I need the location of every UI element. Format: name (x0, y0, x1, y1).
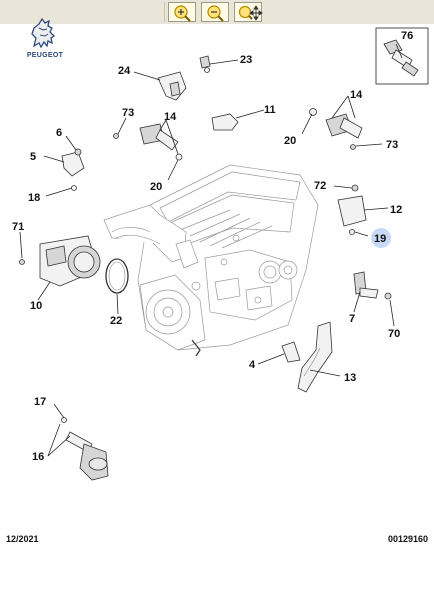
callout-17[interactable]: 17 (34, 396, 46, 408)
zoom-in-icon (174, 5, 191, 22)
callout-71[interactable]: 71 (12, 221, 24, 233)
part-13-heat-shield (297, 321, 333, 393)
callout-5[interactable]: 5 (30, 151, 36, 163)
callout-7[interactable]: 7 (349, 313, 355, 325)
part-4-sensor (281, 341, 301, 363)
part-23-sensor (199, 55, 211, 73)
part-76-inset-box (375, 27, 429, 85)
callout-13[interactable]: 13 (344, 372, 356, 384)
zoom-out-icon (207, 5, 224, 22)
part-16-injector (61, 417, 109, 481)
part-12-bracket (337, 184, 367, 235)
callout-73-right[interactable]: 73 (386, 139, 398, 151)
toolbar-separator (164, 2, 165, 22)
callout-18[interactable]: 18 (28, 192, 40, 204)
brand-name: PEUGEOT (26, 52, 64, 59)
part-76-sensor (383, 39, 419, 77)
part-5-sensor (61, 148, 85, 191)
peugeot-lion-logo (31, 17, 56, 49)
callout-10[interactable]: 10 (30, 300, 42, 312)
callout-20-left[interactable]: 20 (150, 181, 162, 193)
callout-6[interactable]: 6 (56, 127, 62, 139)
callout-14-right[interactable]: 14 (350, 89, 363, 101)
part-14-solenoid-left (113, 123, 183, 161)
callout-22[interactable]: 22 (110, 315, 122, 327)
zoom-out-button[interactable] (201, 2, 229, 22)
callout-76[interactable]: 76 (401, 30, 413, 42)
toolbar (0, 0, 434, 24)
diagram-date: 12/2021 (6, 534, 39, 544)
part-7-sensor (353, 271, 392, 300)
callout-12[interactable]: 12 (390, 204, 402, 216)
callout-23[interactable]: 23 (240, 54, 252, 66)
part-24-bracket (157, 71, 187, 101)
part-22-seal-ring (105, 258, 129, 294)
diagram-reference-number: 00129160 (387, 534, 428, 544)
selected-callout-highlight (371, 228, 391, 248)
callout-16[interactable]: 16 (32, 451, 44, 463)
part-11-bracket (211, 113, 239, 131)
zoom-pan-button[interactable] (234, 2, 263, 22)
part-10-throttle-body (19, 235, 101, 287)
callout-70[interactable]: 70 (388, 328, 400, 340)
callout-72[interactable]: 72 (314, 180, 326, 192)
callout-73-left[interactable]: 73 (122, 107, 134, 119)
callout-14-left[interactable]: 14 (164, 111, 177, 123)
zoom-in-button[interactable] (168, 2, 196, 22)
part-14-solenoid-right (309, 108, 363, 150)
callout-24[interactable]: 24 (118, 65, 131, 77)
callout-4[interactable]: 4 (249, 359, 256, 371)
engine-assembly (103, 164, 319, 357)
leader-lines (19, 43, 403, 457)
callout-20-right[interactable]: 20 (284, 135, 296, 147)
callout-19[interactable]: 19 (374, 233, 386, 245)
zoom-pan-icon (238, 5, 263, 21)
callout-11[interactable]: 11 (264, 104, 276, 116)
